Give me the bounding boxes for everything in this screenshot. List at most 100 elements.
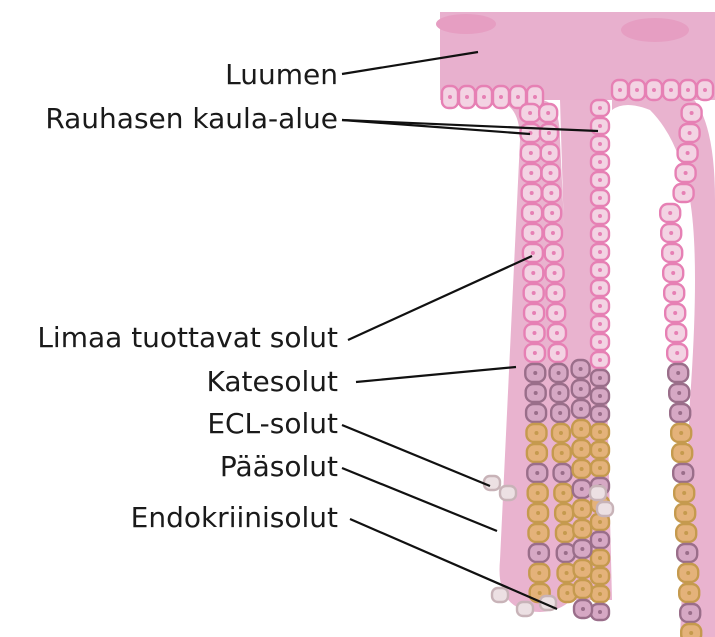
mucous-cell-nucleus bbox=[548, 151, 552, 155]
chief-cell-nucleus bbox=[581, 567, 585, 571]
surface-cell-nucleus bbox=[652, 88, 656, 92]
mucous-cell-nucleus bbox=[529, 151, 533, 155]
ecl-cell bbox=[500, 486, 516, 500]
parietal-cell-nucleus bbox=[598, 412, 602, 416]
label-lumen: Luumen bbox=[225, 58, 338, 91]
label-gland-neck: Rauhasen kaula-alue bbox=[45, 102, 338, 135]
chief-cell-nucleus bbox=[562, 511, 566, 515]
parietal-cell-nucleus bbox=[561, 471, 565, 475]
chief-cell-nucleus bbox=[598, 448, 602, 452]
ecl-cell bbox=[590, 486, 606, 500]
mucous-cell-nucleus bbox=[533, 351, 537, 355]
leader-line-chief bbox=[342, 468, 497, 531]
leader-line-parietal bbox=[356, 367, 516, 382]
chief-cell-nucleus bbox=[598, 592, 602, 596]
chief-cell-nucleus bbox=[687, 591, 691, 595]
mucous-cell-nucleus bbox=[684, 171, 688, 175]
mucous-cell-nucleus bbox=[598, 160, 602, 164]
chief-cell-nucleus bbox=[580, 467, 584, 471]
mucous-cell-nucleus bbox=[550, 211, 554, 215]
label-mucous-cells: Limaa tuottavat solut bbox=[37, 321, 338, 354]
mucous-cell-nucleus bbox=[598, 286, 602, 290]
mucous-cell-nucleus bbox=[553, 291, 557, 295]
mucous-cell-nucleus bbox=[688, 131, 692, 135]
surface-cell-nucleus bbox=[533, 95, 537, 99]
chief-cell-nucleus bbox=[536, 531, 540, 535]
chief-cell-nucleus bbox=[580, 527, 584, 531]
parietal-cell-nucleus bbox=[564, 551, 568, 555]
mucous-cell-nucleus bbox=[528, 111, 532, 115]
mucous-cell-nucleus bbox=[531, 251, 535, 255]
chief-cell-nucleus bbox=[580, 507, 584, 511]
mucous-cell-nucleus bbox=[598, 322, 602, 326]
label-ecl-cells: ECL-solut bbox=[207, 407, 338, 440]
surface-cell-nucleus bbox=[448, 95, 452, 99]
label-chief-cells: Pääsolut bbox=[220, 450, 338, 483]
lumen-blob bbox=[621, 18, 689, 42]
surface-cell-nucleus bbox=[618, 88, 622, 92]
chief-cell-nucleus bbox=[684, 531, 688, 535]
parietal-cell-nucleus bbox=[598, 538, 602, 542]
parietal-cell-nucleus bbox=[534, 391, 538, 395]
lumen-blob bbox=[436, 14, 496, 34]
chief-cell-nucleus bbox=[686, 571, 690, 575]
mucous-cell-nucleus bbox=[598, 250, 602, 254]
parietal-cell-nucleus bbox=[580, 487, 584, 491]
right-gland-tissue bbox=[612, 88, 715, 637]
mucous-cell-nucleus bbox=[690, 111, 694, 115]
surface-cell-nucleus bbox=[703, 88, 707, 92]
mucous-cell-nucleus bbox=[598, 232, 602, 236]
leader-line-mucous bbox=[348, 256, 532, 340]
parietal-cell-nucleus bbox=[598, 610, 602, 614]
chief-cell-nucleus bbox=[598, 574, 602, 578]
chief-cell-nucleus bbox=[579, 427, 583, 431]
chief-cell-nucleus bbox=[598, 556, 602, 560]
mucous-cell-nucleus bbox=[669, 231, 673, 235]
chief-cell-nucleus bbox=[683, 511, 687, 515]
parietal-cell-nucleus bbox=[598, 376, 602, 380]
mucous-cell-nucleus bbox=[532, 331, 536, 335]
mucous-cell-nucleus bbox=[531, 271, 535, 275]
chief-cell-nucleus bbox=[679, 431, 683, 435]
parietal-cell-nucleus bbox=[681, 471, 685, 475]
parietal-cell-nucleus bbox=[579, 387, 583, 391]
mucous-cell-nucleus bbox=[672, 291, 676, 295]
mucous-cell-nucleus bbox=[598, 214, 602, 218]
mucous-cell-nucleus bbox=[598, 142, 602, 146]
surface-cell-nucleus bbox=[669, 88, 673, 92]
mucous-cell-nucleus bbox=[598, 106, 602, 110]
mucous-cell-nucleus bbox=[551, 231, 555, 235]
chief-cell-nucleus bbox=[535, 451, 539, 455]
parietal-cell-nucleus bbox=[534, 411, 538, 415]
chief-cell-nucleus bbox=[598, 430, 602, 434]
surface-cell-nucleus bbox=[499, 95, 503, 99]
chief-cell-nucleus bbox=[536, 491, 540, 495]
chief-cell bbox=[681, 624, 701, 637]
mucous-cell-nucleus bbox=[555, 331, 559, 335]
chief-cell-nucleus bbox=[560, 451, 564, 455]
chief-cell-nucleus bbox=[565, 571, 569, 575]
parietal-cell-nucleus bbox=[598, 394, 602, 398]
chief-cell-nucleus bbox=[536, 511, 540, 515]
parietal-cell-nucleus bbox=[537, 551, 541, 555]
mucous-cell-nucleus bbox=[598, 178, 602, 182]
parietal-cell-nucleus bbox=[678, 411, 682, 415]
chief-cell-nucleus bbox=[579, 447, 583, 451]
mucous-cell-nucleus bbox=[675, 351, 679, 355]
chief-cell-nucleus bbox=[563, 531, 567, 535]
mucous-cell-nucleus bbox=[530, 231, 534, 235]
ecl-cell bbox=[517, 602, 533, 616]
mucous-cell-nucleus bbox=[668, 211, 672, 215]
mucous-cell-nucleus bbox=[554, 311, 558, 315]
chief-cell-nucleus bbox=[680, 451, 684, 455]
mucous-cell-nucleus bbox=[598, 268, 602, 272]
parietal-cell-nucleus bbox=[677, 391, 681, 395]
mucous-cell-nucleus bbox=[552, 251, 556, 255]
mucous-cell-nucleus bbox=[670, 251, 674, 255]
label-endocrine-cells: Endokriinisolut bbox=[131, 501, 338, 534]
mucous-cell-nucleus bbox=[556, 351, 560, 355]
mucous-cell-nucleus bbox=[532, 291, 536, 295]
mucous-cell-nucleus bbox=[549, 191, 553, 195]
mucous-cell-nucleus bbox=[598, 358, 602, 362]
parietal-cell-nucleus bbox=[557, 371, 561, 375]
